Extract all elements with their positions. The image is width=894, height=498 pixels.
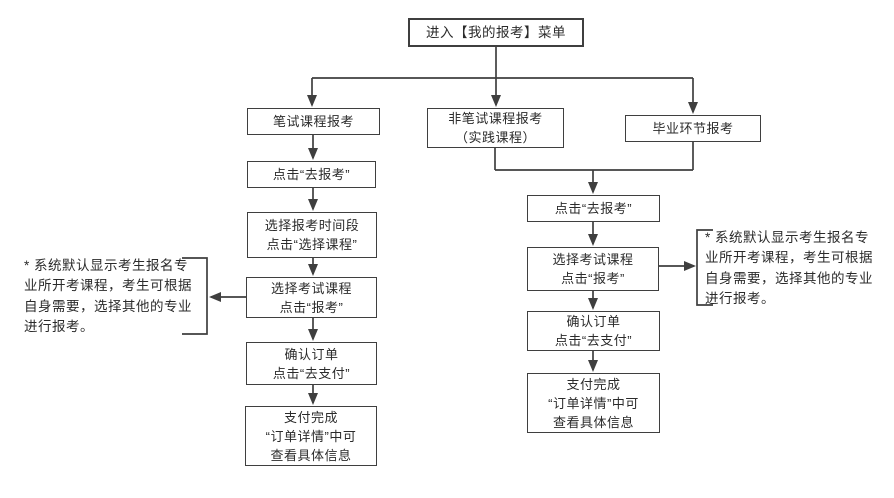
node-merged-click-go-register: 点击“去报考” [527, 195, 660, 222]
node-merged-payment-complete: 支付完成 “订单详情”中可 查看具体信息 [527, 373, 660, 433]
right-note-bracket [696, 229, 713, 306]
node-written-payment-complete: 支付完成 “订单详情”中可 查看具体信息 [245, 406, 377, 466]
node-enter-my-registration-menu: 进入【我的报考】菜单 [408, 18, 584, 47]
node-written-click-go-register: 点击“去报考” [247, 161, 376, 188]
node-written-select-time-period: 选择报考时间段 点击“选择课程” [247, 212, 377, 258]
node-written-course-registration: 笔试课程报考 [247, 108, 380, 135]
node-written-confirm-order: 确认订单 点击“去支付” [246, 342, 377, 385]
node-graduation-stage-registration: 毕业环节报考 [625, 115, 761, 142]
note-left-default-major-courses: * 系统默认显示考生报名专 业所开考课程，考生可根据 自身需要，选择其他的专业 … [24, 258, 192, 335]
note-right-default-major-courses: * 系统默认显示考生报名专 业所开考课程，考生可根据 自身需要，选择其他的专业 … [705, 230, 873, 307]
node-merged-confirm-order: 确认订单 点击“去支付” [527, 311, 660, 351]
node-written-select-exam-course: 选择考试课程 点击“报考” [246, 277, 377, 318]
node-non-written-course-registration: 非笔试课程报考 （实践课程） [427, 108, 564, 148]
node-merged-select-exam-course: 选择考试课程 点击“报考” [527, 247, 659, 291]
left-note-bracket [182, 257, 208, 335]
